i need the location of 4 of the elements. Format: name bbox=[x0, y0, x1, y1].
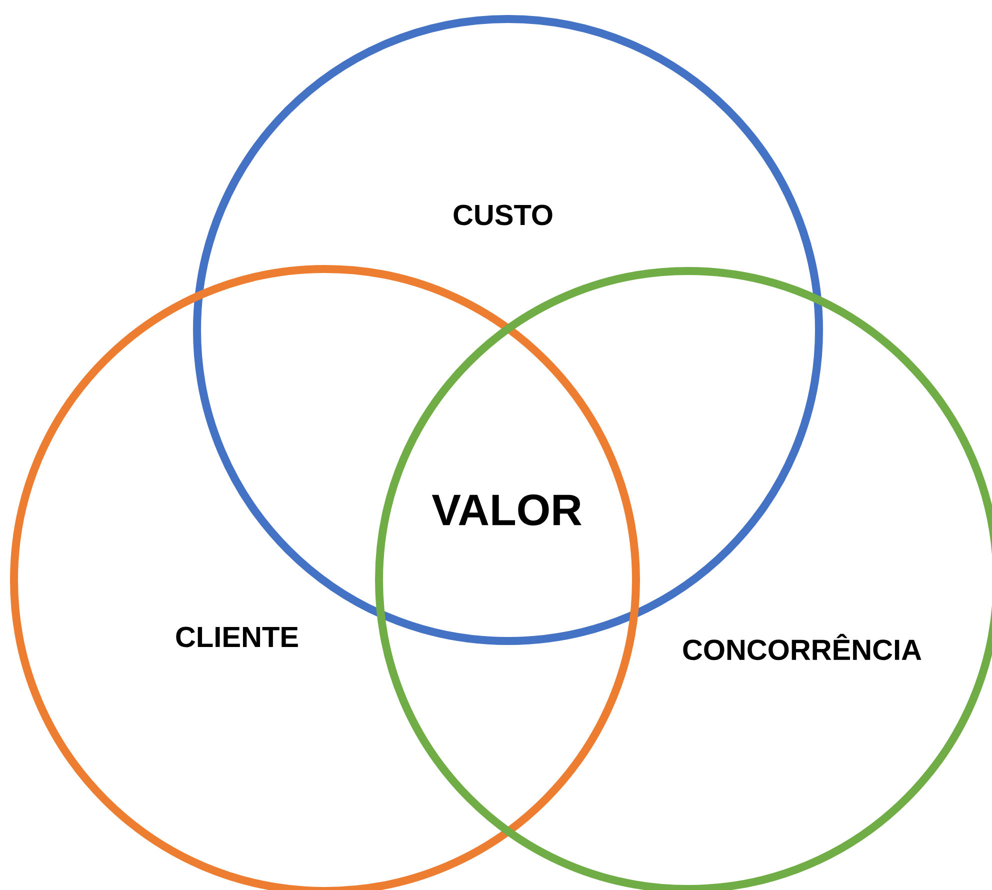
circle-label: CLIENTE bbox=[176, 626, 298, 648]
circle-label: CONCORRÊNCIA bbox=[683, 634, 922, 660]
center-label: VALOR bbox=[432, 494, 582, 526]
circle-label: CUSTO bbox=[454, 204, 552, 226]
